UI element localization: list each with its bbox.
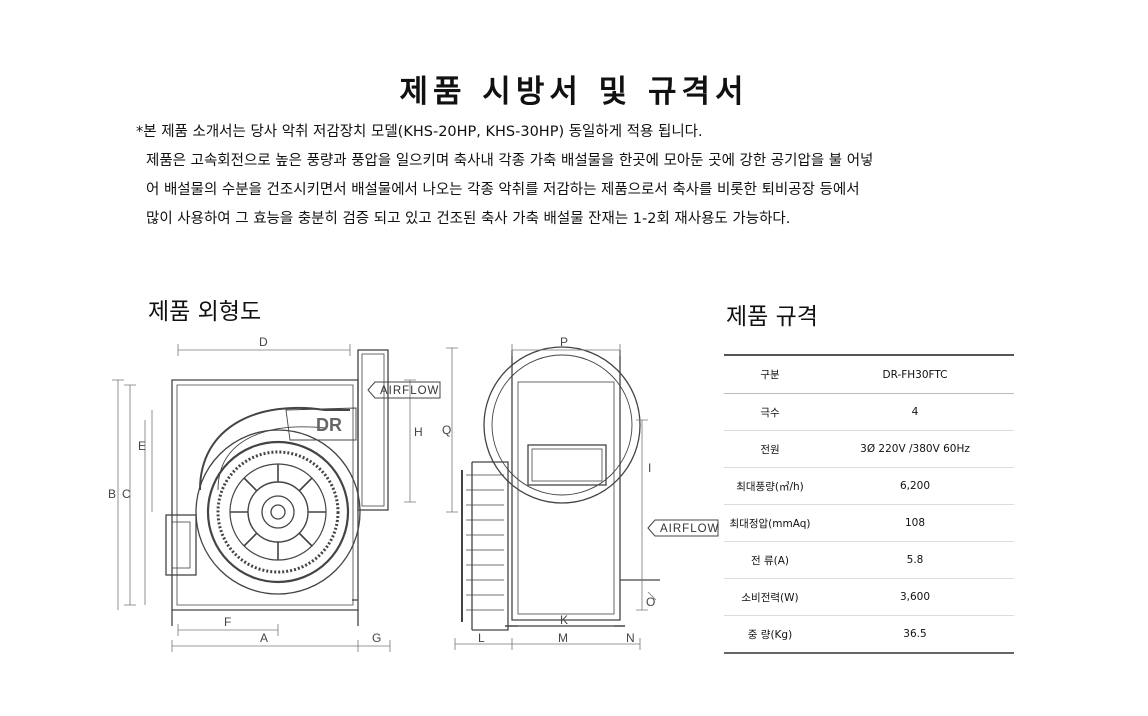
dim-label-F: F [224, 615, 231, 629]
intro-line-2: 제품은 고속회전으로 높은 풍량과 풍압을 일으키며 축사내 각종 가축 배설물… [146, 153, 874, 169]
spec-value: 3Ø 220V /380V 60Hz [816, 430, 1014, 468]
dim-label-G: G [372, 631, 381, 645]
dr-logo: DR [316, 415, 342, 435]
intro-text: *본 제품 소개서는 당사 악취 저감장치 모델(KHS-20HP, KHS-3… [136, 118, 1016, 234]
spec-row: 최대정압(mmAq) 108 [724, 504, 1014, 542]
spec-label: 소비전력(W) [724, 578, 816, 616]
dim-label-Q: Q [442, 423, 451, 437]
spec-row: 소비전력(W) 3,600 [724, 578, 1014, 616]
dim-label-N: N [626, 631, 635, 645]
spec-row: 극수 4 [724, 393, 1014, 431]
dim-label-H: H [414, 425, 423, 439]
spec-value: 36.5 [816, 615, 1014, 654]
spec-section-title: 제품 규격 [726, 304, 818, 330]
dim-label-M: M [558, 631, 568, 645]
dim-label-O: O [646, 595, 655, 609]
spec-label: 전 류(A) [724, 541, 816, 579]
intro-line-3: 어 배설물의 수분을 건조시키면서 배설물에서 나오는 각종 악취를 저감하는 … [146, 182, 860, 198]
side-view [461, 346, 660, 631]
spec-value: 3,600 [816, 578, 1014, 616]
dim-label-C: C [122, 487, 131, 501]
intro-line-4: 많이 사용하여 그 효능을 충분히 검증 되고 있고 건조된 축사 가축 배설물… [146, 211, 791, 227]
dim-label-L: L [478, 631, 485, 645]
spec-row: 중 량(Kg) 36.5 [724, 615, 1014, 654]
spec-label: 최대정압(mmAq) [724, 504, 816, 542]
spec-row: 전 류(A) 5.8 [724, 541, 1014, 579]
dim-label-B: B [108, 487, 116, 501]
dim-label-K: K [560, 613, 568, 627]
intro-line-1: *본 제품 소개서는 당사 악취 저감장치 모델(KHS-20HP, KHS-3… [136, 124, 703, 140]
spec-value: 6,200 [816, 467, 1014, 505]
dim-label-E: E [138, 439, 146, 453]
spec-label: 중 량(Kg) [724, 615, 816, 654]
spec-label: 최대풍량(㎥/h) [724, 467, 816, 505]
spec-value: 108 [816, 504, 1014, 542]
spec-value: 5.8 [816, 541, 1014, 579]
spec-table: 구분 DR-FH30FTC 극수 4 전원 3Ø 220V /380V 60Hz… [724, 354, 1014, 654]
spec-row: 전원 3Ø 220V /380V 60Hz [724, 430, 1014, 468]
spec-row: 최대풍량(㎥/h) 6,200 [724, 467, 1014, 505]
dim-label-P: P [560, 335, 568, 349]
airflow-label-front: AIRFLOW [380, 385, 439, 397]
dim-label-A: A [260, 631, 268, 645]
spec-label: 전원 [724, 430, 816, 468]
drawing-section-title: 제품 외형도 [148, 299, 262, 325]
front-view [165, 349, 389, 626]
spec-value: DR-FH30FTC [816, 354, 1014, 394]
spec-value: 4 [816, 393, 1014, 431]
page-title: 제품 시방서 및 규격서 [399, 74, 749, 110]
spec-label: 구분 [724, 354, 816, 394]
spec-row-header: 구분 DR-FH30FTC [724, 354, 1014, 394]
dim-label-D: D [259, 335, 268, 349]
spec-label: 극수 [724, 393, 816, 431]
dim-label-I: I [648, 461, 651, 475]
blower-outline-drawing: AIRFLOW AIRFLOW DR D E C B H F A G P Q I… [108, 335, 719, 652]
airflow-label-side: AIRFLOW [660, 523, 719, 535]
